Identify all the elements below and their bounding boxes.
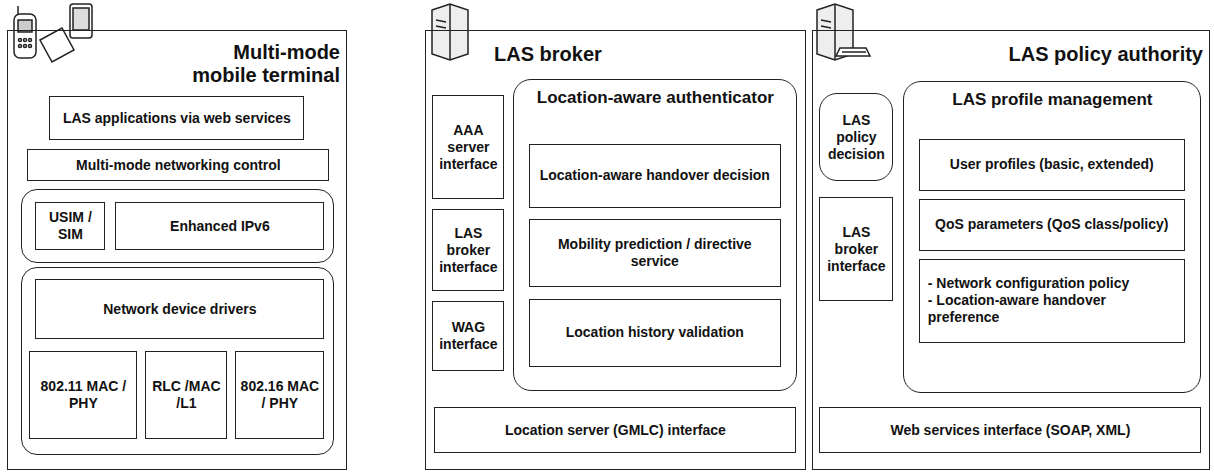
group-heading: LAS profile management	[904, 90, 1200, 110]
box-label: 802.16 MAC / PHY	[240, 378, 319, 412]
interface-box: WAG interface	[432, 301, 504, 371]
interface-box: LAS broker interface	[819, 197, 893, 301]
box-label: LAS applications via web services	[63, 110, 291, 127]
process-box: Location history validation	[529, 299, 781, 367]
box-label: Network device drivers	[103, 301, 256, 318]
panel-title: Multi-mode mobile terminal	[170, 41, 340, 87]
phone-icon	[14, 4, 92, 62]
box-label: RLC /MAC /L1	[150, 378, 222, 412]
box-label: LAS broker interface	[824, 224, 888, 275]
process-box: Network device drivers	[35, 279, 324, 339]
box-label: - Location-aware handover preference	[928, 292, 1176, 326]
group-heading: Location-aware authenticator	[514, 88, 796, 108]
terminal-panel: Multi-mode mobile terminalLAS applicatio…	[7, 30, 347, 470]
box-label: - Network configuration policy	[928, 275, 1129, 292]
panel-title: LAS policy authority	[903, 43, 1203, 66]
box-label: Mobility prediction / directive service	[534, 236, 776, 270]
interface-box: Web services interface (SOAP, XML)	[819, 407, 1201, 453]
box-label: User profiles (basic, extended)	[950, 156, 1154, 173]
module-group: Location-aware authenticatorLocation-awa…	[513, 79, 797, 391]
box-label: Enhanced IPv6	[170, 218, 270, 235]
box-label: LAS broker interface	[437, 225, 499, 276]
box-label: Location server (GMLC) interface	[505, 422, 726, 439]
box-label: QoS parameters (QoS class/policy)	[935, 216, 1168, 233]
process-box: Multi-mode networking control	[27, 149, 329, 181]
box-label: LAS policy decision	[824, 112, 888, 163]
panel-title: LAS broker	[494, 43, 694, 66]
process-box: 802.11 MAC / PHY	[29, 351, 137, 439]
process-box: - Network configuration policy- Location…	[919, 259, 1185, 343]
box-label: USIM / SIM	[40, 209, 100, 243]
box-label: Web services interface (SOAP, XML)	[890, 422, 1130, 439]
box-label: AAA server interface	[437, 122, 499, 173]
process-box: 802.16 MAC / PHY	[235, 351, 324, 439]
process-box: LAS applications via web services	[49, 96, 304, 140]
process-box: USIM / SIM	[35, 202, 105, 250]
box-label: Location history validation	[566, 324, 744, 341]
process-box: QoS parameters (QoS class/policy)	[919, 199, 1185, 251]
authority-panel: LAS policy authorityLAS policy decisionL…	[812, 30, 1210, 470]
process-box: User profiles (basic, extended)	[919, 139, 1185, 191]
process-box: Location-aware handover decision	[529, 144, 781, 208]
box-label: Multi-mode networking control	[76, 157, 281, 174]
box-label: 802.11 MAC / PHY	[34, 378, 132, 412]
interface-box: AAA server interface	[432, 95, 504, 199]
decision-box: LAS policy decision	[819, 93, 893, 181]
process-box: Mobility prediction / directive service	[529, 219, 781, 287]
module-group: LAS profile managementUser profiles (bas…	[903, 81, 1201, 393]
broker-panel: LAS brokerAAA server interfaceLAS broker…	[425, 30, 806, 470]
interface-box: Location server (GMLC) interface	[434, 407, 796, 453]
interface-box: LAS broker interface	[432, 209, 504, 291]
process-box: Enhanced IPv6	[115, 202, 324, 250]
group-outline	[21, 267, 334, 455]
box-label: WAG interface	[437, 319, 499, 353]
process-box: RLC /MAC /L1	[145, 351, 227, 439]
box-label: Location-aware handover decision	[540, 167, 770, 184]
